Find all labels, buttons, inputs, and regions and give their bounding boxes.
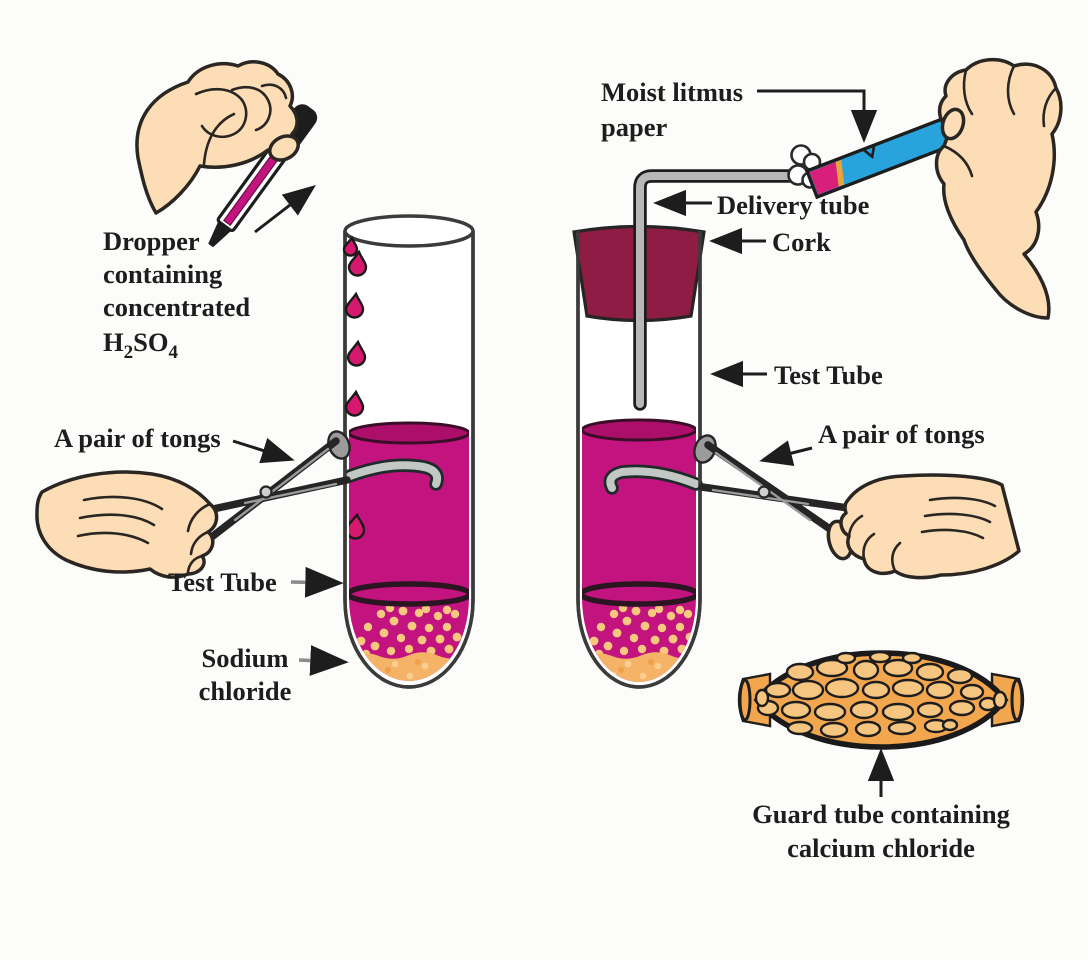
left-test-tube-assembly [35,60,475,689]
acid-drop-on-wall [349,512,366,540]
liquid-surface-left [349,421,469,445]
tongs-left [186,430,351,550]
right-test-tube-assembly [572,57,1063,689]
tong-far-arm-left [346,461,442,488]
delivery-tube-label: Delivery tube [717,190,870,220]
guard-tube [737,650,1025,750]
tong-pivot-right [757,485,771,499]
sodium-chloride-arrow [298,645,349,676]
litmus-tip-band [835,159,845,187]
tongs-left-arrow [232,437,295,464]
guard-tube-label-line1: Guard tube containing [752,799,1010,829]
guard-tube-label-line2: calcium chloride [787,833,975,863]
annotations: Dropper containing concentrated H2SO4 A … [54,77,1010,863]
dropper-arrow [254,184,316,234]
calcium-chloride-pebbles [754,650,1008,739]
acid-drops [342,235,368,417]
tongs-right-label: A pair of tongs [818,419,985,449]
test-tube-left-mouth [343,214,475,248]
test-tube-right-contents [582,418,696,682]
moist-litmus-label-line1: Moist litmus [601,77,743,107]
tong-far-arm-right [606,467,700,492]
liquid-ring-left [349,581,469,607]
hand-holding-tongs-left [35,470,219,579]
litmus-notch [862,144,876,159]
hand-holding-tongs-right [826,473,1021,580]
hand-holding-dropper [135,60,300,215]
guard-tube-left-opening [738,678,752,722]
liquid-ring-right [582,581,696,607]
tongs-left-label: A pair of tongs [54,423,221,453]
sodium-chloride-label-line2: chloride [199,676,292,706]
tongs-right-arrow [759,440,813,467]
dropper-label-line2: containing [103,259,222,289]
guard-tube-right-opening [1010,678,1024,722]
delivery-tube [636,172,794,408]
moist-litmus-label-line2: paper [601,112,667,142]
tong-pivot-left [259,485,273,499]
sodium-chloride-label-line1: Sodium [202,643,289,673]
test-tube-left-outline [343,231,475,689]
litmus-tip-red [809,162,839,195]
dropper-label-line1: Dropper [103,226,200,256]
liquid-surface-right [582,418,696,442]
cork-label: Cork [772,227,831,257]
test-tube-left-arrow [290,566,344,598]
dropper-label-formula: H2SO4 [103,327,178,363]
test-tube-right-outline [576,231,702,689]
salt-dots-right [589,603,695,659]
test-tube-right-label: Test Tube [774,360,883,390]
dropper-label-line3: concentrated [103,292,250,322]
moist-litmus-arrow [757,89,878,143]
hand-holding-litmus [934,57,1063,320]
test-tube-left-label: Test Tube [168,567,277,597]
dropper-tip [208,221,232,248]
